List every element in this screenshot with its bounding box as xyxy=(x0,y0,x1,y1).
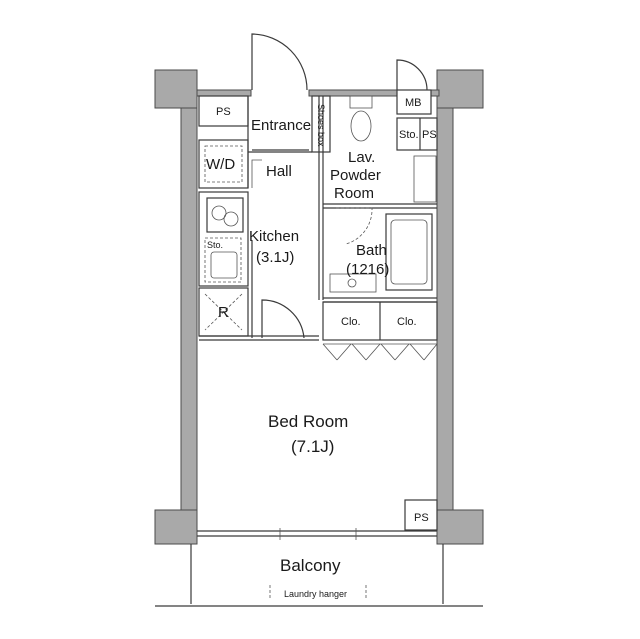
lav-label-2: Powder xyxy=(330,167,381,184)
balcony-label: Balcony xyxy=(280,556,341,575)
bath-label: Bath xyxy=(356,242,387,259)
kitchen-size-label: (3.1J) xyxy=(256,249,294,266)
lav-label-1: Lav. xyxy=(348,149,375,166)
wd-label: W/D xyxy=(206,156,235,173)
labels: PS Entrance Shoes box MB Sto. PS W/D Hal… xyxy=(206,97,437,599)
ps-right-label: PS xyxy=(422,129,437,141)
bedroom-size-label: (7.1J) xyxy=(291,437,334,456)
doors xyxy=(251,33,438,361)
fridge-label: R xyxy=(218,304,229,321)
shoes-box-label: Shoes box xyxy=(316,104,326,147)
lav-label-3: Room xyxy=(334,185,374,202)
bedroom-label: Bed Room xyxy=(268,412,348,431)
partitions xyxy=(155,89,483,607)
sto-kitchen-label: Sto. xyxy=(207,240,223,250)
bath-size-label: (1216) xyxy=(346,261,389,278)
mb-label: MB xyxy=(405,97,422,109)
sto-top-label: Sto. xyxy=(399,129,419,141)
ps-bottom-label: PS xyxy=(414,512,429,524)
laundry-hanger-label: Laundry hanger xyxy=(284,589,347,599)
closet-right-label: Clo. xyxy=(397,316,417,328)
ps-top-label: PS xyxy=(216,106,231,118)
entrance-label: Entrance xyxy=(251,117,311,134)
hall-label: Hall xyxy=(266,163,292,180)
closet-left-label: Clo. xyxy=(341,316,361,328)
kitchen-label: Kitchen xyxy=(249,228,299,245)
